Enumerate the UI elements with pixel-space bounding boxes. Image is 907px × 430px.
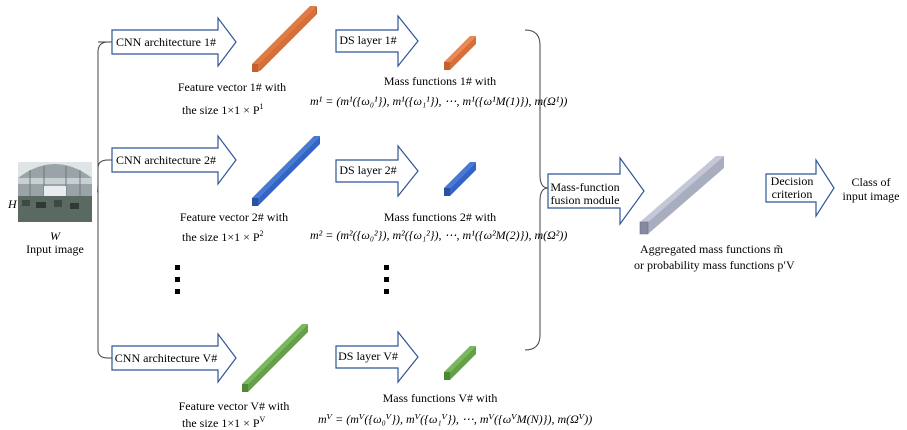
width-label: W bbox=[50, 229, 60, 243]
decision-arrow bbox=[765, 157, 835, 219]
cnn-arrow-1 bbox=[111, 16, 237, 68]
ellipsis-dots-feature bbox=[175, 265, 180, 294]
cnn-label-v: CNN architecture V# bbox=[114, 351, 218, 365]
decision-label: Decision criterion bbox=[770, 174, 814, 201]
feature-caption-1-line2: the size 1×1 × P1 bbox=[182, 102, 264, 117]
ellipsis-dots-mass bbox=[384, 265, 389, 294]
cnn-label-1: CNN architecture 1# bbox=[116, 35, 216, 49]
feature-caption-2-line1: Feature vector 2# with bbox=[179, 210, 289, 224]
mass-formula-1: m¹ = (m¹({ω₀¹}), m¹({ω₁¹}), ⋯, m¹({ω¹M(1… bbox=[310, 94, 568, 108]
fusion-bracket bbox=[524, 29, 549, 351]
cnn-arrow-v bbox=[111, 332, 237, 384]
ds-label-1: DS layer 1# bbox=[339, 33, 397, 47]
aggregated-bar bbox=[639, 156, 724, 235]
feature-caption-2-line2: the size 1×1 × P2 bbox=[182, 229, 264, 244]
output-label: Class of input image bbox=[842, 175, 900, 203]
height-label: H bbox=[8, 197, 17, 211]
feature-caption-v-line2: the size 1×1 × PV bbox=[182, 415, 266, 430]
mass-bar-2 bbox=[444, 162, 476, 196]
aggregated-caption-line1: Aggregated mass functions m̃ bbox=[640, 242, 783, 256]
input-image-thumbnail bbox=[18, 162, 92, 222]
input-image-caption: Input image bbox=[26, 242, 84, 256]
feature-vector-bar-2 bbox=[252, 136, 320, 206]
ds-arrow-2 bbox=[335, 144, 419, 198]
cnn-label-2: CNN architecture 2# bbox=[116, 153, 216, 167]
mass-title-1: Mass functions 1# with bbox=[383, 74, 497, 88]
mass-formula-v: mⱽ = (mⱽ({ω₀ⱽ}), mⱽ({ω₁ⱽ}), ⋯, mⱽ({ωⱽM(N… bbox=[318, 412, 593, 426]
mass-bar-1 bbox=[444, 36, 476, 70]
feature-vector-bar-v bbox=[242, 324, 308, 392]
feature-caption-v-line1: Feature vector V# with bbox=[178, 399, 290, 413]
ds-label-v: DS layer V# bbox=[338, 349, 398, 363]
feature-caption-1-line1: Feature vector 1# with bbox=[177, 80, 287, 94]
mass-title-v: Mass functions V# with bbox=[382, 391, 498, 405]
input-branch-bracket bbox=[96, 41, 112, 359]
fusion-arrow bbox=[547, 156, 645, 226]
mass-title-2: Mass functions 2# with bbox=[383, 210, 497, 224]
cnn-arrow-2 bbox=[111, 134, 237, 186]
ds-arrow-1 bbox=[335, 14, 419, 68]
fusion-label: Mass-function fusion module bbox=[550, 180, 620, 207]
mass-formula-2: m² = (m²({ω₀²}), m²({ω₁²}), ⋯, m¹({ω²M(2… bbox=[310, 228, 568, 242]
aggregated-caption-line2: or probability mass functions p′V bbox=[634, 258, 795, 272]
feature-vector-bar-1 bbox=[252, 6, 317, 72]
mass-bar-v bbox=[444, 346, 476, 380]
ds-arrow-v bbox=[335, 330, 419, 384]
ds-label-2: DS layer 2# bbox=[339, 163, 397, 177]
